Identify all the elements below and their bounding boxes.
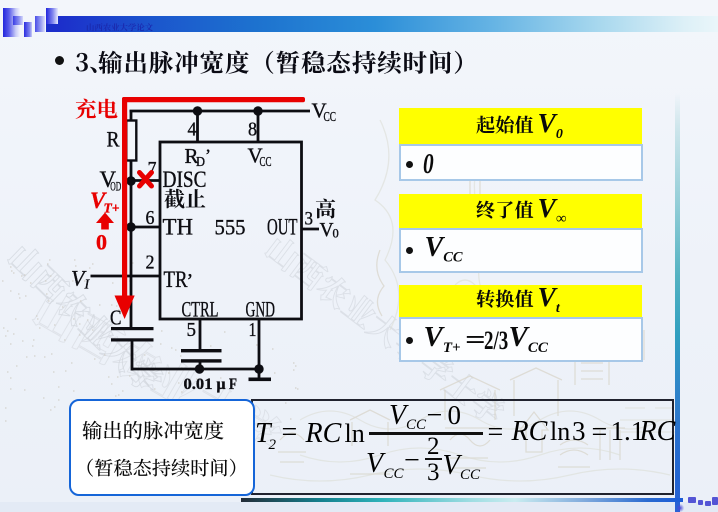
- svg-text:DISC: DISC: [163, 167, 207, 192]
- svg-text:V: V: [71, 266, 87, 291]
- svg-text:0: 0: [96, 230, 107, 255]
- svg-text:1: 1: [249, 319, 257, 341]
- svg-text:GND: GND: [246, 297, 276, 322]
- svg-text:R: R: [107, 127, 120, 152]
- svg-text:4: 4: [188, 119, 197, 141]
- svg-text:μ: μ: [217, 376, 226, 393]
- svg-text:CC: CC: [324, 109, 337, 124]
- svg-text:V: V: [248, 144, 263, 168]
- svg-text:’: ’: [205, 146, 211, 166]
- svg-text:555: 555: [215, 215, 246, 240]
- svg-text:8: 8: [248, 119, 257, 141]
- svg-text:5: 5: [187, 319, 197, 341]
- svg-text:3: 3: [305, 209, 314, 230]
- svg-text:V: V: [320, 220, 334, 241]
- svg-text:’: ’: [187, 270, 194, 292]
- svg-text:V: V: [100, 167, 117, 192]
- svg-text:0.01: 0.01: [184, 376, 213, 393]
- svg-text:TR: TR: [164, 267, 189, 292]
- svg-text:V: V: [312, 99, 327, 123]
- svg-text:TH: TH: [163, 215, 194, 240]
- svg-text:CTRL: CTRL: [182, 297, 219, 322]
- svg-text:7: 7: [148, 158, 157, 180]
- svg-text:0: 0: [333, 227, 339, 241]
- svg-text:V: V: [90, 188, 107, 213]
- svg-text:C: C: [110, 306, 122, 330]
- svg-text:D: D: [196, 154, 205, 169]
- svg-text:OUT: OUT: [267, 215, 298, 240]
- svg-text:OD: OD: [110, 179, 121, 194]
- svg-text:6: 6: [146, 207, 155, 229]
- svg-text:R: R: [185, 144, 199, 168]
- svg-text:T+: T+: [104, 201, 120, 216]
- svg-text:2: 2: [146, 252, 155, 274]
- svg-text:I: I: [84, 278, 91, 293]
- svg-text:F: F: [229, 376, 237, 393]
- svg-text:CC: CC: [260, 154, 272, 169]
